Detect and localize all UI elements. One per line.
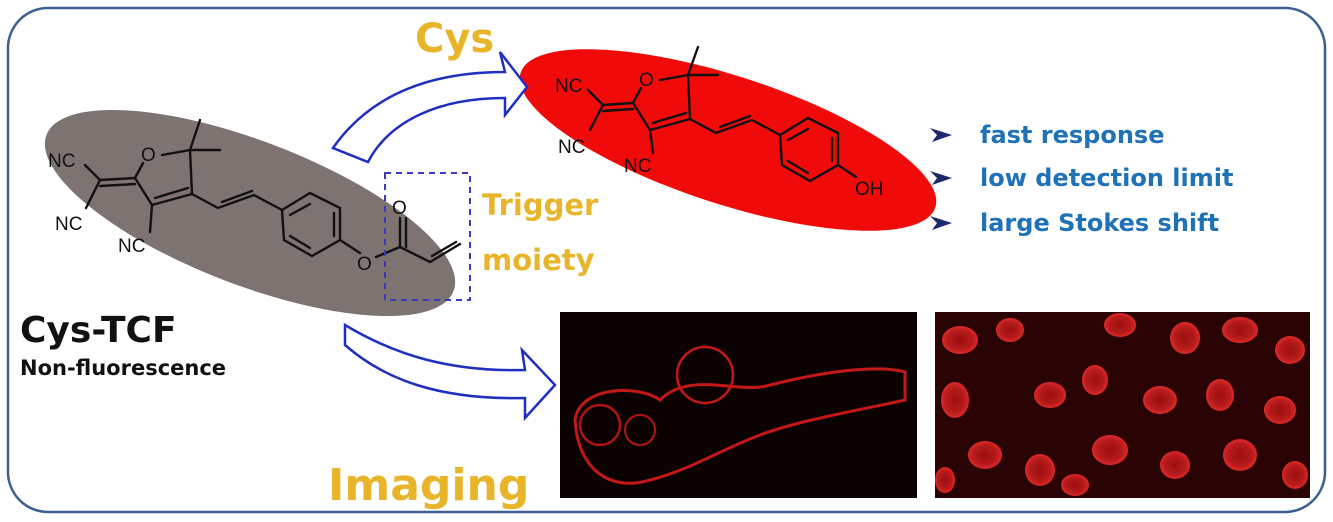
probe-molecule: NC NC NC O O O (48, 118, 462, 275)
probe-subtitle: Non-fluorescence (20, 356, 226, 380)
trigger-label: Trigger (482, 188, 599, 222)
probe-ellipse (44, 109, 456, 317)
o-label: O (639, 70, 654, 91)
frame (6, 6, 1327, 514)
nc-label: NC (624, 156, 651, 177)
nc-label: NC (118, 236, 145, 257)
moiety-label: moiety (482, 243, 595, 277)
oh-label: OH (855, 179, 884, 200)
product-molecule: NC NC NC O OH (555, 45, 884, 200)
nc-label: NC (48, 151, 75, 172)
arrow-to-product (331, 51, 529, 164)
trigger-moiety-box (384, 172, 471, 301)
feature-item: low detection limit (980, 164, 1233, 192)
nc-label: NC (55, 214, 82, 235)
analyte-label: Cys (415, 16, 494, 62)
o-label: O (141, 145, 156, 166)
arrowhead-bullet-icon (930, 128, 952, 142)
probe-name: Cys-TCF (20, 310, 177, 351)
nc-label: NC (558, 137, 585, 158)
feature-item: fast response (980, 121, 1164, 149)
zebrafish-image (560, 312, 917, 498)
product-ellipse (519, 49, 937, 231)
o-label: O (392, 198, 407, 219)
cell-image (935, 312, 1310, 498)
feature-list: fast response low detection limit large … (930, 121, 1233, 237)
arrowhead-bullet-icon (930, 171, 952, 185)
arrowhead-bullet-icon (930, 216, 952, 230)
arrow-to-imaging (343, 322, 557, 422)
feature-item: large Stokes shift (980, 209, 1219, 237)
imaging-label: Imaging (328, 460, 529, 511)
nc-label: NC (555, 76, 582, 97)
o-label: O (357, 254, 372, 275)
